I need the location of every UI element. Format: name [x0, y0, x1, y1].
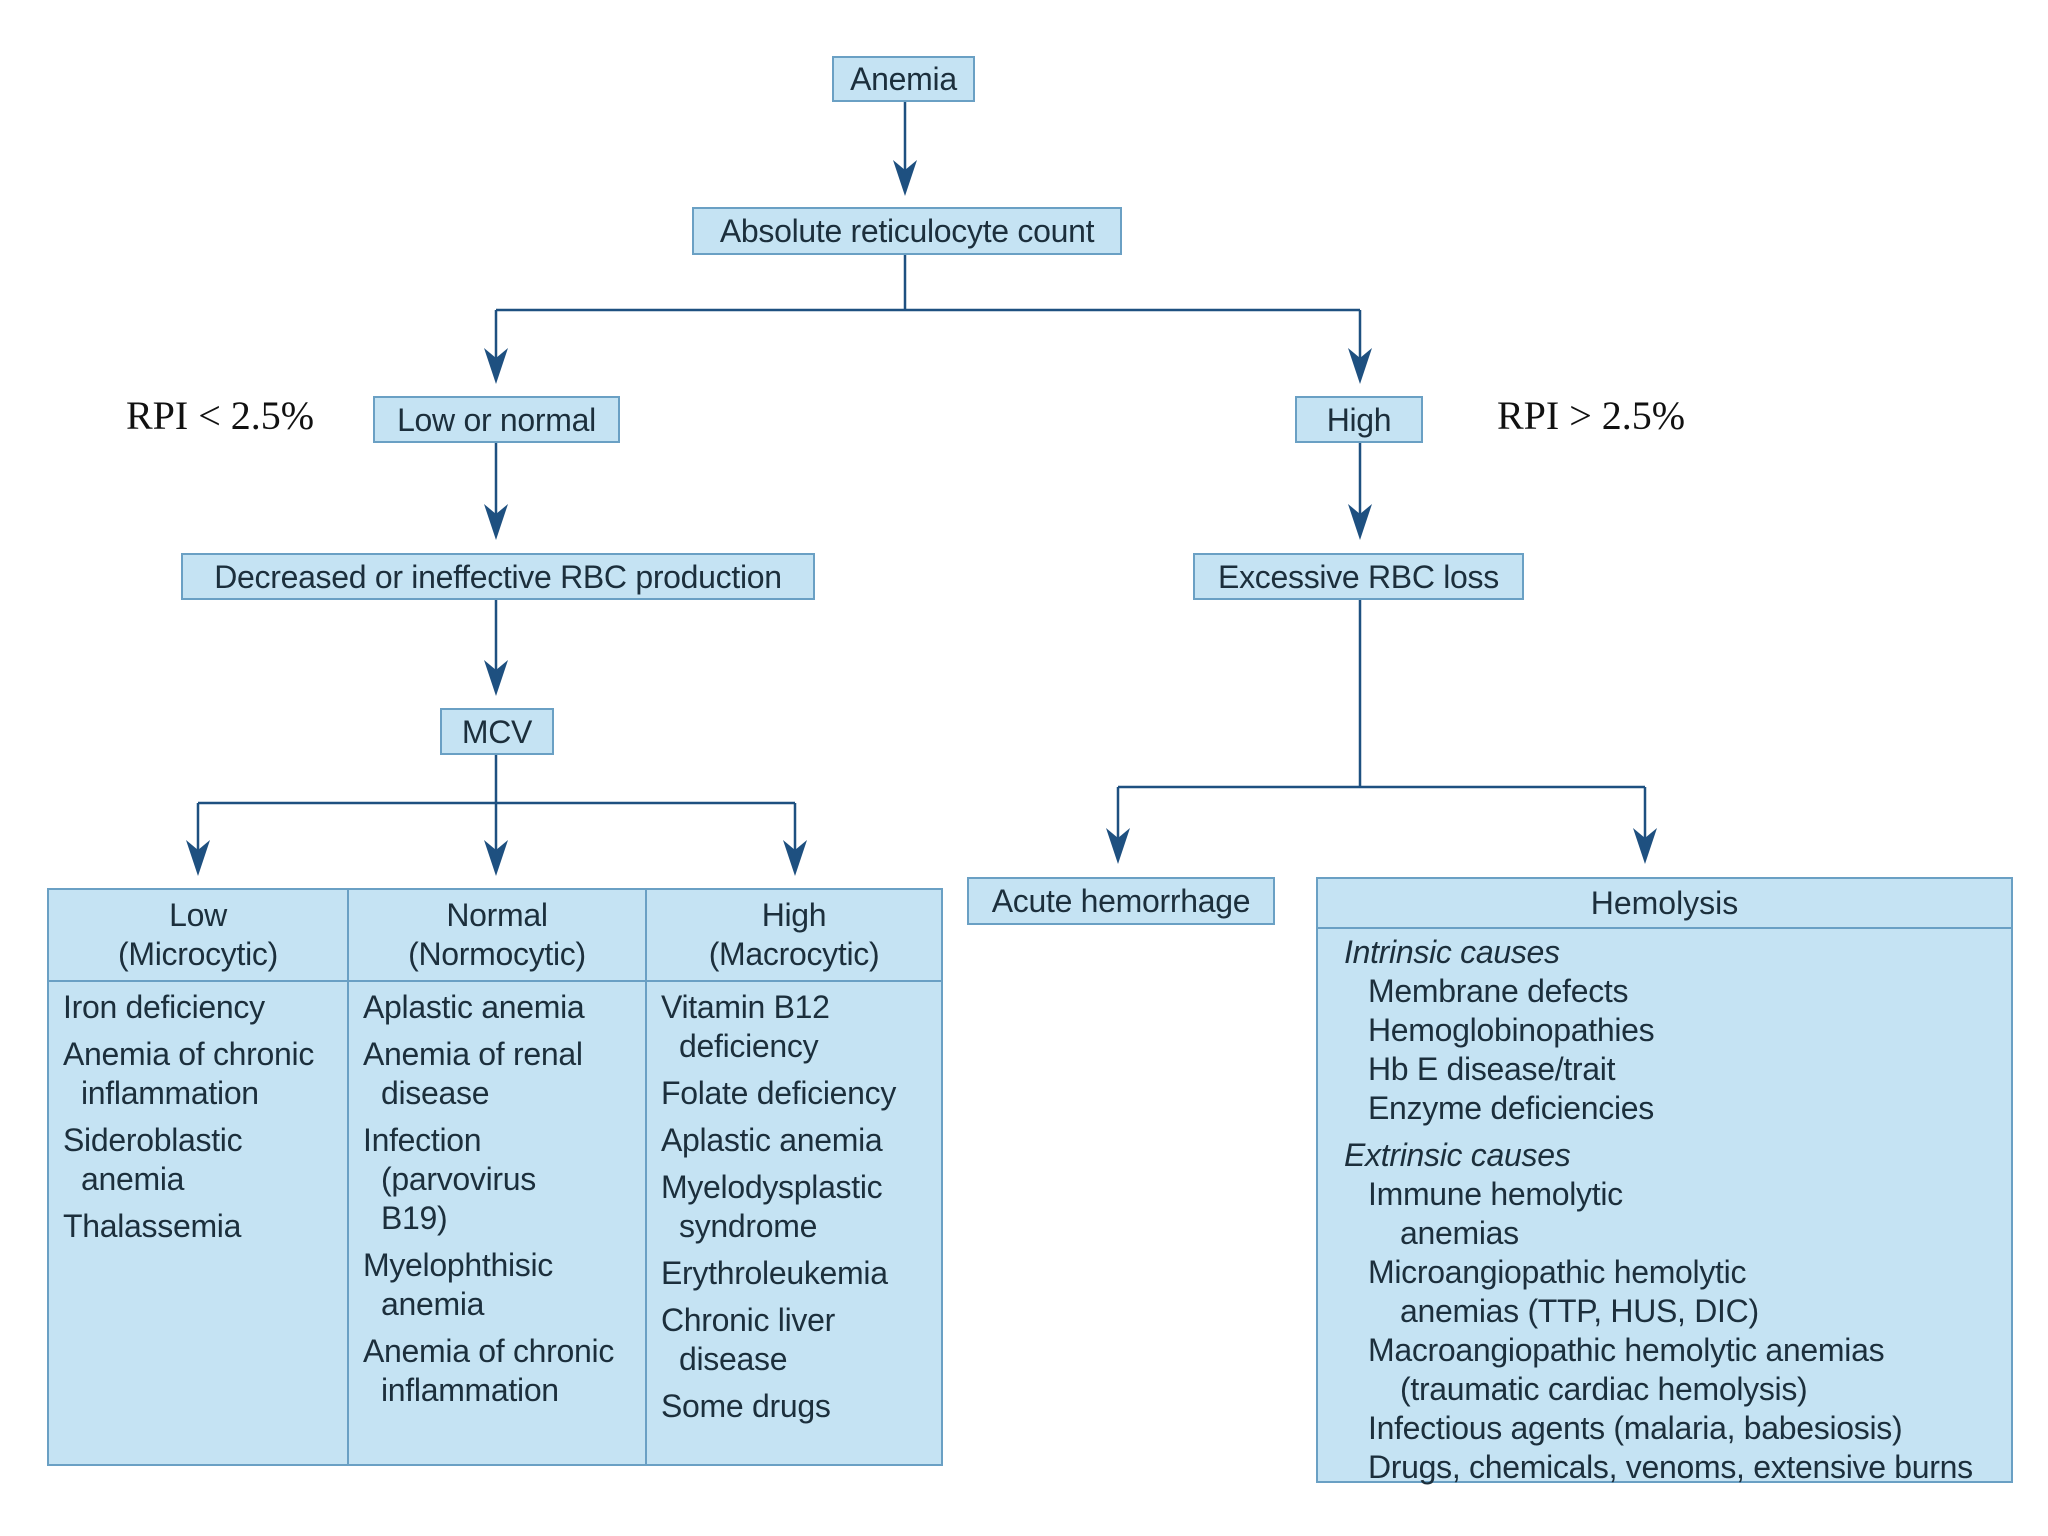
list-item: Anemia of chronic inflammation — [363, 1333, 615, 1408]
intrinsic-causes-list: Membrane defects Hemoglobinopathies Hb E… — [1344, 972, 2007, 1128]
connector-mcv-split — [196, 755, 797, 864]
list-item: Myelophthisic anemia — [363, 1247, 553, 1322]
decreased-production-node: Decreased or ineffective RBC production — [181, 553, 815, 600]
list-item: Hb E disease/trait — [1368, 1051, 1616, 1087]
arrowhead-excessive — [1348, 504, 1372, 540]
extrinsic-causes: Extrinsic causes Immune hemolytic anemia… — [1344, 1136, 2007, 1487]
list-item: Immune hemolytic anemias — [1368, 1176, 1623, 1251]
arrowhead-hemolysis — [1633, 828, 1657, 864]
hemolysis-causes: Intrinsic causes Membrane defects Hemogl… — [1344, 933, 2007, 1495]
acute-hemorrhage-node: Acute hemorrhage — [967, 877, 1275, 925]
list-item: Anemia of chronic inflammation — [63, 1036, 315, 1111]
column-header: High (Macrocytic) — [647, 890, 941, 982]
arrowhead-microcytic — [186, 840, 210, 876]
list-item: Some drugs — [661, 1388, 831, 1424]
arrowhead-decreased — [484, 504, 508, 540]
connector-retic-split — [494, 255, 1362, 372]
list-item: Microangiopathic hemolytic anemias (TTP,… — [1368, 1254, 1759, 1329]
list-item: Macroangiopathic hemolytic anemias (trau… — [1368, 1332, 1885, 1407]
list-item: Vitamin B12 deficiency — [661, 989, 830, 1064]
list-item: Hemoglobinopathies — [1368, 1012, 1655, 1048]
cause-list: Iron deficiency Anemia of chronic inflam… — [49, 982, 347, 1254]
list-item: Drugs, chemicals, venoms, extensive burn… — [1368, 1449, 1973, 1485]
arrowhead-macrocytic — [783, 840, 807, 876]
low-or-normal-node: Low or normal — [373, 396, 620, 443]
cause-list: Vitamin B12 deficiency Folate deficiency… — [647, 982, 941, 1434]
arrowhead-retic — [893, 160, 917, 196]
column-header-line1: High — [761, 897, 827, 933]
arrowhead-low-normal — [484, 348, 508, 384]
column-header-line2: (Microcytic) — [118, 936, 278, 972]
list-item: Infectious agents (malaria, babesiosis) — [1368, 1410, 1903, 1446]
intrinsic-causes: Intrinsic causes Membrane defects Hemogl… — [1344, 933, 2007, 1128]
intrinsic-causes-title: Intrinsic causes — [1344, 934, 1560, 970]
list-item: Folate deficiency — [661, 1075, 897, 1111]
rpi-high-label: RPI > 2.5% — [1497, 393, 1686, 438]
column-header-line1: Low — [169, 897, 227, 933]
macrocytic-column: High (Macrocytic) Vitamin B12 deficiency… — [645, 890, 941, 1464]
list-item: Infection (parvovirus B19) — [363, 1122, 536, 1236]
arrowhead-mcv — [484, 660, 508, 696]
arrowhead-acute — [1106, 828, 1130, 864]
list-item: Myelodysplastic syndrome — [661, 1169, 883, 1244]
column-header: Normal (Normocytic) — [349, 890, 645, 982]
list-item: Iron deficiency — [63, 989, 265, 1025]
list-item: Aplastic anemia — [363, 989, 585, 1025]
reticulocyte-count-node: Absolute reticulocyte count — [692, 207, 1122, 255]
arrowhead-high — [1348, 348, 1372, 384]
hemolysis-title: Hemolysis — [1318, 879, 2011, 929]
column-header: Low (Microcytic) — [49, 890, 347, 982]
excessive-loss-node: Excessive RBC loss — [1193, 553, 1524, 600]
list-item: Anemia of renal disease — [363, 1036, 583, 1111]
list-item: Sideroblastic anemia — [63, 1122, 243, 1197]
mcv-node: MCV — [440, 708, 554, 755]
cause-list: Aplastic anemia Anemia of renal disease … — [349, 982, 645, 1418]
list-item: Enzyme deficiencies — [1368, 1090, 1654, 1126]
connector-excessive-split — [1116, 600, 1647, 852]
mcv-table: Low (Microcytic) Iron deficiency Anemia … — [47, 888, 943, 1466]
column-header-line2: (Normocytic) — [408, 936, 586, 972]
list-item: Chronic liver disease — [661, 1302, 835, 1377]
list-item: Aplastic anemia — [661, 1122, 883, 1158]
list-item: Membrane defects — [1368, 973, 1629, 1009]
arrowhead-normocytic — [484, 840, 508, 876]
normocytic-column: Normal (Normocytic) Aplastic anemia Anem… — [347, 890, 645, 1464]
rpi-low-label: RPI < 2.5% — [126, 393, 315, 438]
extrinsic-causes-list: Immune hemolytic anemias Microangiopathi… — [1344, 1175, 2007, 1487]
hemolysis-box: Hemolysis Intrinsic causes Membrane defe… — [1316, 877, 2013, 1485]
anemia-node: Anemia — [832, 56, 975, 102]
list-item: Erythroleukemia — [661, 1255, 888, 1291]
microcytic-column: Low (Microcytic) Iron deficiency Anemia … — [49, 890, 347, 1464]
high-node: High — [1295, 396, 1423, 443]
column-header-line1: Normal — [446, 897, 548, 933]
extrinsic-causes-title: Extrinsic causes — [1344, 1137, 1571, 1173]
list-item: Thalassemia — [63, 1208, 242, 1244]
column-header-line2: (Macrocytic) — [708, 936, 880, 972]
